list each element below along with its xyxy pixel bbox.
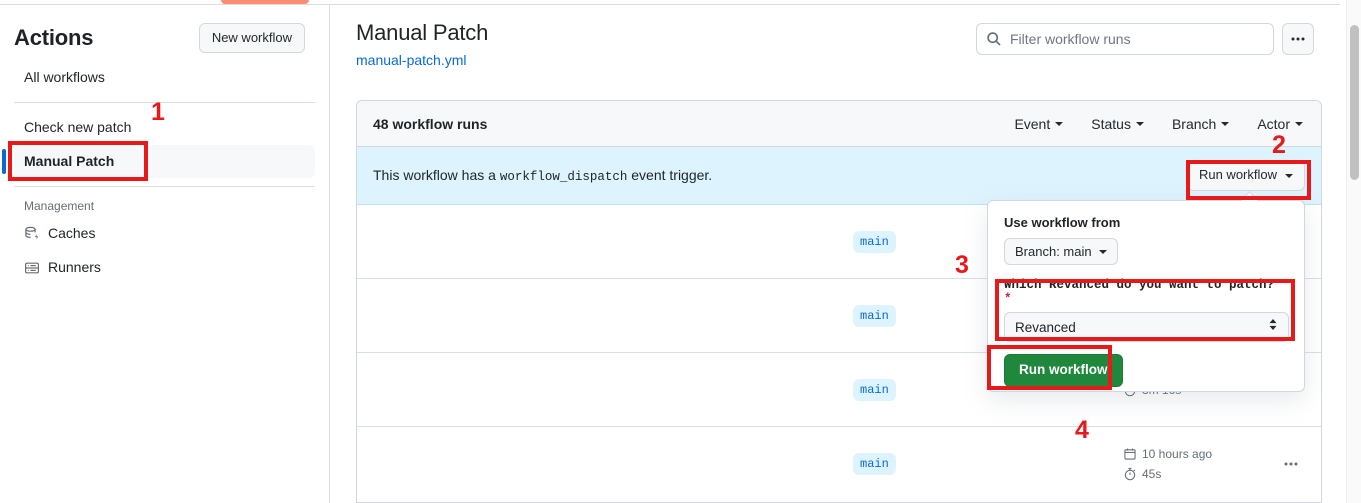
branch-badge[interactable]: main <box>853 230 896 253</box>
page-scrollbar[interactable] <box>1346 0 1361 503</box>
workflow-header: Manual Patch manual-patch.yml <box>331 5 1340 70</box>
runs-header: 48 workflow runs Event Status Branch Act… <box>357 101 1321 147</box>
dispatch-banner-text: This workflow has a workflow_dispatch ev… <box>373 167 712 184</box>
calendar-icon <box>1123 447 1137 461</box>
sidebar-item-label: Check new patch <box>24 119 132 136</box>
chevron-updown-icon <box>1267 318 1279 337</box>
workflow-list-named: Check new patch Manual Patch <box>0 111 329 179</box>
workflow-input-question-text: Which Revanced do you want to patch? <box>1004 278 1275 292</box>
branch-select-label: Branch: main <box>1015 244 1092 259</box>
sidebar-divider-2 <box>14 186 315 188</box>
run-workflow-button-label: Run workflow <box>1198 167 1277 183</box>
chevron-down-icon <box>1295 121 1303 126</box>
branch-badge[interactable]: main <box>853 378 896 401</box>
scrollbar-thumb[interactable] <box>1350 25 1359 180</box>
search-input[interactable] <box>1002 23 1273 55</box>
run-duration: 45s <box>1123 464 1243 484</box>
use-workflow-from-label: Use workflow from <box>1004 215 1121 230</box>
panel-body: Use workflow from Branch: main Which Rev… <box>988 201 1304 399</box>
workflow-list: All workflows <box>0 61 329 95</box>
sidebar-item-caches[interactable]: Caches <box>14 217 315 251</box>
submit-run-workflow-button[interactable]: Run workflow <box>1004 354 1123 387</box>
run-duration-label: 45s <box>1142 467 1162 481</box>
workflow-runs-panel: 48 workflow runs Event Status Branch Act… <box>356 100 1322 503</box>
sidebar-item-label: All workflows <box>24 68 105 85</box>
sidebar-divider-1 <box>14 102 315 104</box>
run-date-label: 10 hours ago <box>1142 447 1213 461</box>
search-area <box>976 23 1314 55</box>
filter-actor[interactable]: Actor <box>1257 116 1303 132</box>
run-workflow-dropdown-panel: Use workflow from Branch: main Which Rev… <box>987 191 1305 392</box>
dispatch-text-before: This workflow has a <box>373 167 496 183</box>
workflow-title: Manual Patch <box>356 20 489 45</box>
kebab-horizontal-icon[interactable] <box>1283 456 1299 472</box>
filter-status[interactable]: Status <box>1091 116 1144 132</box>
sidebar-header: Actions New workflow <box>0 5 329 61</box>
sidebar-item-check-new-patch[interactable]: Check new patch <box>14 111 315 145</box>
dispatch-event-name: workflow_dispatch <box>499 170 628 184</box>
sidebar-item-label: Manual Patch <box>24 152 115 169</box>
dispatch-text-after: event trigger. <box>631 167 713 183</box>
header-divider <box>0 4 1340 5</box>
workflow-input-question: Which Revanced do you want to patch? * <box>1004 278 1288 306</box>
sidebar-group-management: Management <box>24 199 95 214</box>
filter-label: Status <box>1091 115 1131 132</box>
management-list: Caches Runners <box>0 217 329 284</box>
filter-label: Event <box>1014 115 1051 132</box>
cache-icon <box>24 226 40 242</box>
search-icon <box>986 31 1002 47</box>
new-workflow-button[interactable]: New workflow <box>198 23 305 53</box>
active-tab-underline <box>221 0 309 4</box>
table-row[interactable]: main <box>357 279 1321 353</box>
table-row[interactable]: main 10 hours ago <box>357 427 1321 501</box>
chevron-down-icon <box>1285 173 1293 178</box>
page-title: Actions <box>14 24 94 50</box>
filter-branch[interactable]: Branch <box>1171 115 1230 132</box>
filter-event[interactable]: Event <box>1014 115 1064 132</box>
server-icon <box>24 260 40 276</box>
runs-count-label: 48 workflow runs <box>373 115 488 132</box>
workflow-file-link[interactable]: manual-patch.yml <box>356 51 467 68</box>
sidebar-item-manual-patch[interactable]: Manual Patch <box>2 144 315 179</box>
sidebar-item-all-workflows[interactable]: All workflows <box>14 61 315 95</box>
revanced-select-value: Revanced <box>1015 319 1076 335</box>
sidebar-item-runners[interactable]: Runners <box>14 251 315 285</box>
run-meta: 10 hours ago 45s <box>1123 444 1243 484</box>
required-marker: * <box>1004 292 1012 306</box>
filter-label: Branch <box>1171 115 1217 132</box>
run-workflow-dropdown-button[interactable]: Run workflow <box>1186 160 1305 191</box>
actions-sidebar: Actions New workflow All workflows Check… <box>0 5 330 503</box>
chevron-down-icon <box>1221 121 1230 126</box>
chevron-down-icon <box>1098 249 1107 254</box>
filter-group: Event Status Branch Actor <box>1014 116 1305 132</box>
stopwatch-icon <box>1123 467 1137 481</box>
revanced-select[interactable]: Revanced <box>1004 312 1289 342</box>
branch-badge[interactable]: main <box>853 453 896 475</box>
sidebar-item-label: Runners <box>48 258 101 275</box>
run-date: 10 hours ago <box>1123 444 1243 464</box>
filter-label: Actor <box>1257 115 1290 132</box>
chevron-down-icon <box>1055 121 1064 126</box>
table-row[interactable]: main <box>357 205 1321 279</box>
search-box[interactable] <box>976 23 1274 55</box>
chevron-down-icon <box>1135 121 1144 126</box>
workflow-dispatch-banner: This workflow has a workflow_dispatch ev… <box>357 147 1321 205</box>
kebab-horizontal-icon[interactable] <box>1282 23 1314 55</box>
branch-badge[interactable]: main <box>853 304 896 327</box>
sidebar-item-label: Caches <box>48 225 96 242</box>
branch-select-button[interactable]: Branch: main <box>1004 238 1118 265</box>
